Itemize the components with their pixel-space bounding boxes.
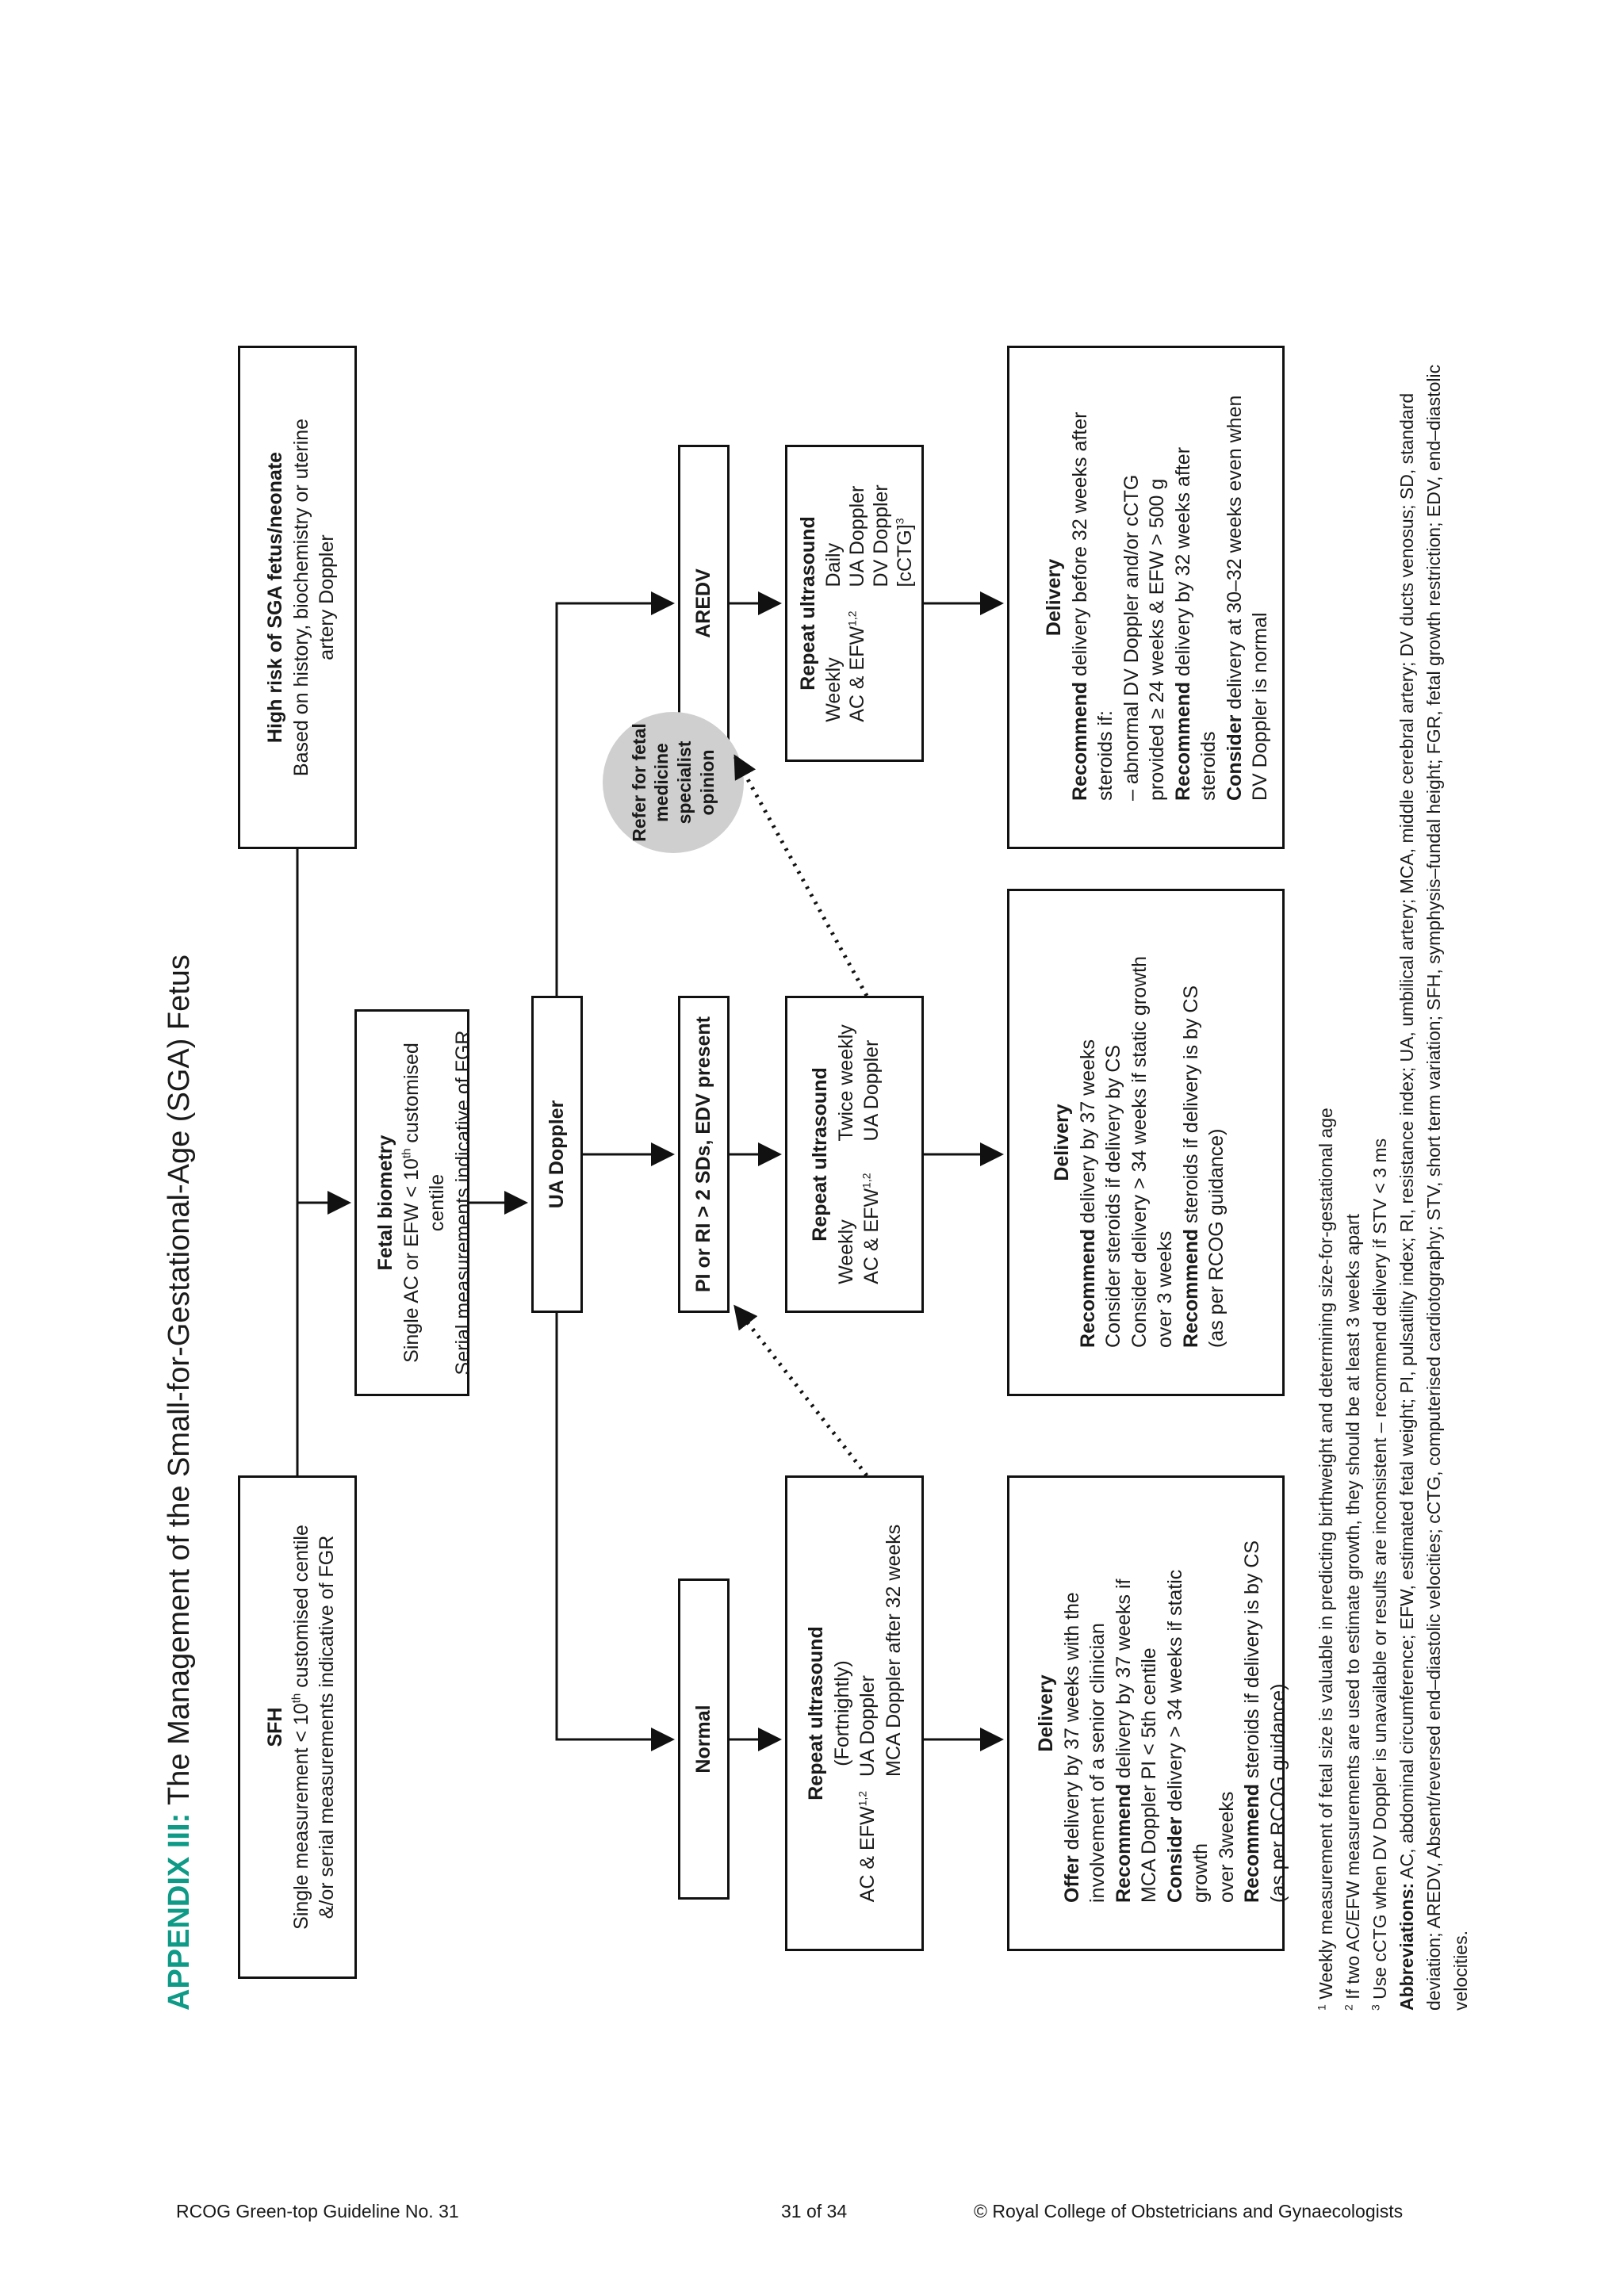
footer-right: © Royal College of Obstetricians and Gyn… <box>974 2201 1404 2221</box>
footer-left: RCOG Green-top Guideline No. 31 <box>176 2201 459 2221</box>
footnotes: 1 Weekly measurement of fetal size is va… <box>1312 314 1474 2011</box>
footnote-3: 3 Use cCTG when DV Doppler is unavailabl… <box>1369 1138 1391 2011</box>
ua-doppler-to-aredv-line <box>555 591 675 996</box>
footer-center: 31 of 34 <box>781 2201 848 2221</box>
footnote-2: 2 If two AC/EFW measurements are used to… <box>1342 1214 1364 2011</box>
pi-escalate-dotted-arrow <box>733 754 869 997</box>
ua-doppler-to-normal-line <box>555 1313 675 1751</box>
normal-escalate-dotted-arrow <box>733 1304 868 1477</box>
abbreviations: Abbreviations: AC, abdominal circumferen… <box>1396 364 1472 2011</box>
footnote-1: 1 Weekly measurement of fetal size is va… <box>1315 1108 1336 2011</box>
